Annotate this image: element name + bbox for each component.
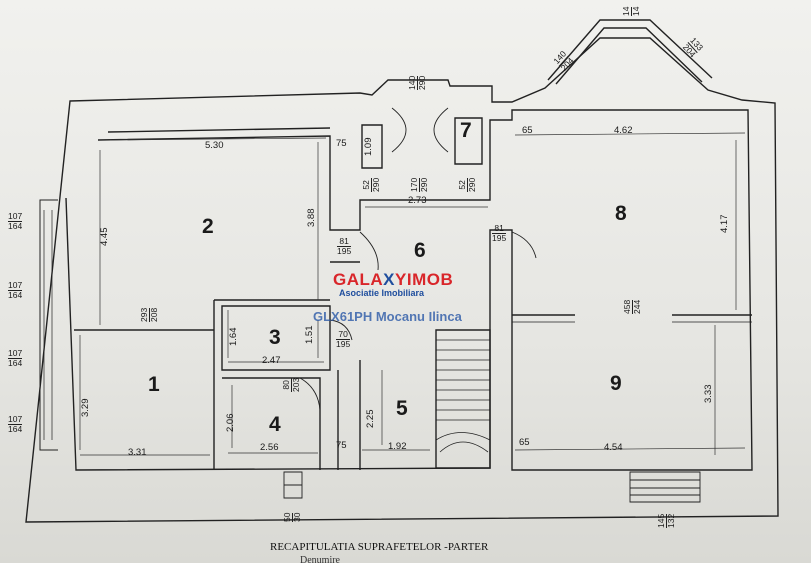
dim-206: 2.06 — [225, 413, 236, 433]
dim-225: 2.25 — [365, 409, 376, 429]
room-label-7: 7 — [460, 119, 472, 142]
dim-333: 3.33 — [703, 384, 714, 404]
dim-75-bottom: 75 — [336, 440, 347, 451]
dim-388: 3.88 — [306, 208, 317, 228]
dim-247: 2.47 — [262, 355, 281, 366]
bay-window — [547, 19, 713, 81]
dim-151: 1.51 — [304, 325, 315, 345]
room-label-1: 1 — [148, 373, 160, 396]
dim-462: 4.62 — [614, 125, 633, 136]
dim-530: 5.30 — [205, 140, 224, 151]
agency-logo-text: GALAXYIMOB — [333, 270, 454, 289]
room-3-outline — [221, 305, 331, 371]
table-column-header: Denumire — [300, 555, 340, 563]
dim-65-top: 65 — [522, 125, 533, 136]
dim-192: 1.92 — [388, 441, 407, 452]
dim-273: 2.73 — [408, 195, 427, 206]
room-label-6: 6 — [414, 239, 426, 262]
dim-75-top: 75 — [336, 138, 347, 149]
inner-wall — [65, 109, 753, 471]
outer-wall — [25, 37, 779, 523]
room-label-8: 8 — [615, 202, 627, 225]
dim-256: 2.56 — [260, 442, 279, 453]
room-label-2: 2 — [202, 215, 214, 238]
dim-65-bottom: 65 — [519, 437, 530, 448]
agency-subtitle: Asociatie Imobiliara — [339, 288, 425, 298]
dim-331: 3.31 — [128, 447, 147, 458]
dim-445: 4.45 — [99, 227, 110, 247]
dim-109: 1.09 — [363, 137, 374, 157]
room-label-9: 9 — [610, 372, 622, 395]
listing-code-watermark: GLX61PH Mocanu Ilinca — [313, 309, 462, 324]
dim-329: 3.29 — [80, 398, 91, 418]
room-4-outline — [222, 377, 321, 470]
dim-417: 4.17 — [719, 214, 730, 234]
area-summary-title: RECAPITULATIA SUPRAFETELOR -PARTER — [270, 541, 489, 553]
dim-454: 4.54 — [604, 442, 623, 453]
room-label-3: 3 — [269, 326, 281, 349]
dim-164: 1.64 — [228, 327, 239, 347]
room-label-4: 4 — [269, 413, 281, 436]
room-label-5: 5 — [396, 397, 408, 420]
stairs — [435, 329, 491, 469]
